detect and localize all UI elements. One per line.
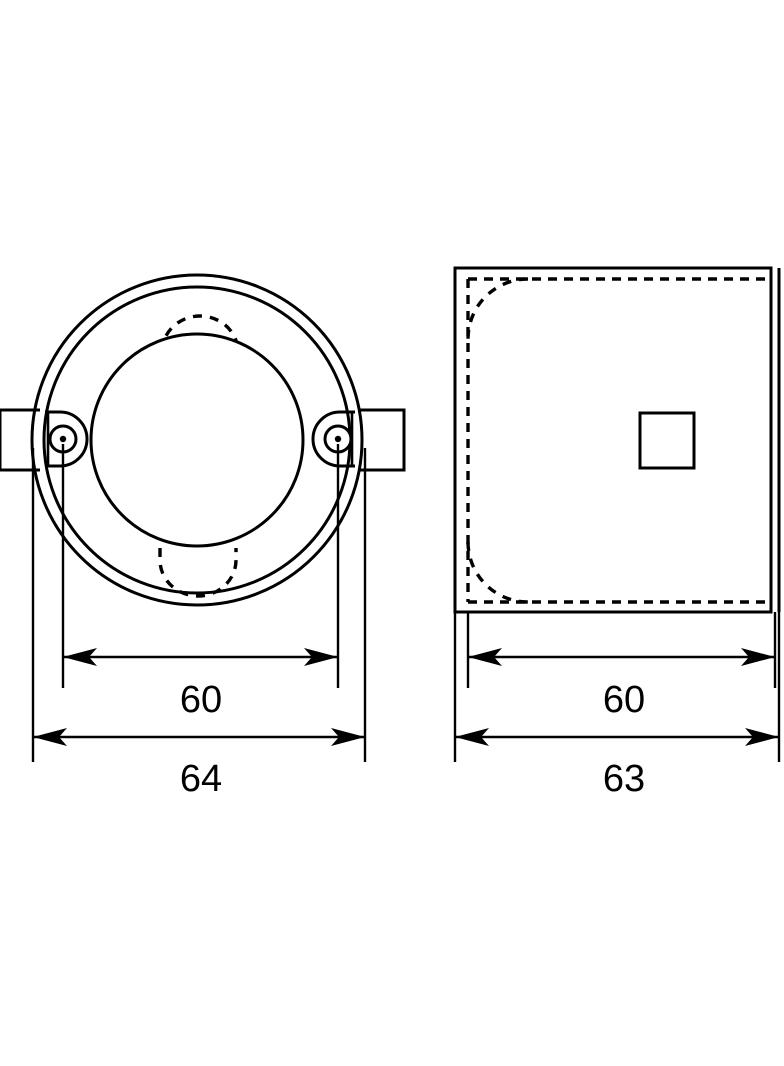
- side-view-group: [453, 266, 781, 614]
- right-screw-hole-center-dot: [334, 435, 342, 443]
- front-inner-arrow-left: [63, 648, 97, 666]
- front-inner-arrow-right: [304, 648, 338, 666]
- side-outer-arrow-right: [745, 728, 779, 746]
- front-outer-arrow-right: [331, 728, 365, 746]
- left-mounting-lug: [0, 408, 40, 472]
- side-inner-arrow-left: [468, 648, 502, 666]
- front-inner-dim-label: 60: [180, 679, 222, 721]
- front-outer-arrow-left: [33, 728, 67, 746]
- side-view-dimensions: 60 63: [453, 612, 781, 800]
- inner-corner-top-left-hidden-arc: [466, 277, 529, 340]
- left-screw-hole-center-dot: [59, 435, 67, 443]
- side-outer-dim-label: 63: [603, 758, 645, 800]
- central-bore-circle: [89, 332, 305, 548]
- side-outer-arrow-left: [455, 728, 489, 746]
- front-outer-dim-label: 64: [180, 758, 222, 800]
- right-mounting-lug: [360, 408, 406, 472]
- inner-corner-bottom-left-hidden-arc: [466, 541, 529, 604]
- front-view-group: [0, 273, 406, 607]
- left-screw-pocket-outline: [45, 410, 89, 468]
- side-inner-dim-label: 60: [603, 679, 645, 721]
- front-view-dimensions: 60 64: [31, 444, 367, 800]
- box-outer-body: [453, 266, 773, 614]
- center-square-feature: [638, 411, 696, 470]
- side-inner-arrow-right: [741, 648, 775, 666]
- flange-outer-circle: [30, 273, 364, 607]
- bottom-knockout-hidden-arc: [158, 548, 238, 598]
- right-screw-pocket-outline: [311, 410, 355, 468]
